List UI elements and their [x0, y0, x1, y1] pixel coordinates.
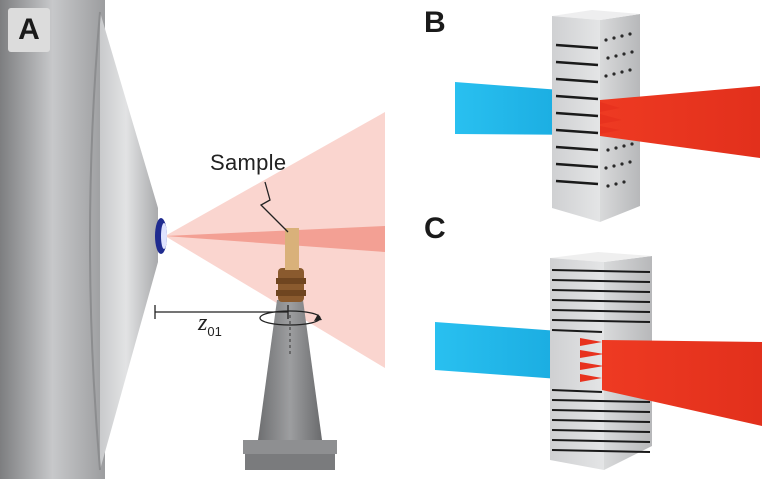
detector-housing [100, 12, 158, 470]
stand-base-bottom [245, 454, 335, 470]
panel-label-c: C [424, 212, 446, 245]
panel-a-setup [0, 0, 385, 479]
detector-edge [89, 11, 101, 471]
sample-stand [258, 300, 322, 440]
array-block-top-c [550, 252, 652, 262]
array-block-front-b [552, 16, 600, 222]
beam-fingers-c [580, 338, 604, 382]
diffracted-beam-c [602, 340, 762, 426]
array-slits-c [551, 269, 651, 453]
distance-subscript: 01 [207, 323, 222, 339]
mount-ring-lower [276, 290, 306, 296]
mount-ring [276, 278, 306, 284]
panel-c-slit-array [435, 252, 762, 470]
distance-label: z01 [198, 310, 222, 339]
detector-face [0, 0, 105, 479]
pinhole-inner [161, 223, 167, 249]
array-holes-b [604, 32, 634, 188]
sample-mount [278, 268, 304, 302]
diffracted-beam-b [600, 86, 760, 158]
stand-base-top [243, 440, 337, 454]
sample-leader-line [259, 181, 289, 233]
panel-b-pinhole-array [455, 10, 760, 222]
xray-central-beam [165, 226, 385, 252]
panel-label-b: B [424, 6, 446, 39]
sample-specimen [285, 228, 299, 270]
beam-fingers-b [600, 102, 622, 134]
array-block-top-b [552, 10, 640, 20]
sample-label: Sample [210, 150, 287, 175]
panel-label-a: A [8, 8, 50, 52]
rotation-arrowhead [314, 314, 322, 321]
array-slits-b [555, 43, 599, 186]
distance-symbol: z [198, 310, 208, 336]
